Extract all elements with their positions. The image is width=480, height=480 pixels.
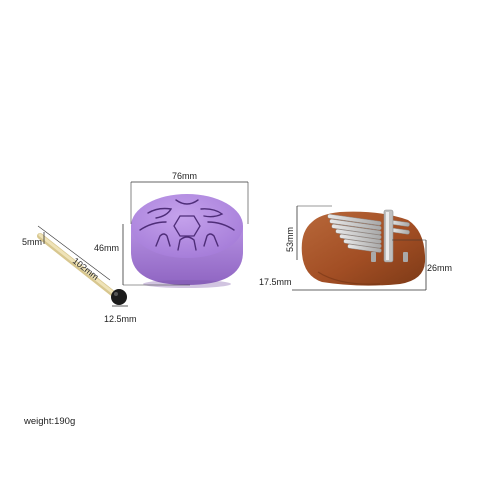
- kalimba-base-label: 17.5mm: [259, 277, 292, 287]
- drum-height-label: 46mm: [94, 243, 119, 253]
- mallet-head-label: 12.5mm: [104, 314, 137, 324]
- mallet: 5mm 102mm 12.5mm: [22, 225, 137, 324]
- mallet-head-icon: [111, 289, 127, 305]
- weight-label: weight:190g: [24, 416, 76, 427]
- kalimba-height-label: 53mm: [285, 227, 295, 252]
- mallet-tip-label: 5mm: [22, 237, 42, 247]
- kalimba-depth-label: 26mm: [427, 263, 452, 273]
- drum-width-label: 76mm: [172, 171, 197, 181]
- mallet-length-label: 102mm: [71, 256, 101, 282]
- kalimba: 53mm 26mm 17.5mm: [259, 205, 452, 291]
- tongue-drum: 76mm 46mm: [94, 171, 249, 288]
